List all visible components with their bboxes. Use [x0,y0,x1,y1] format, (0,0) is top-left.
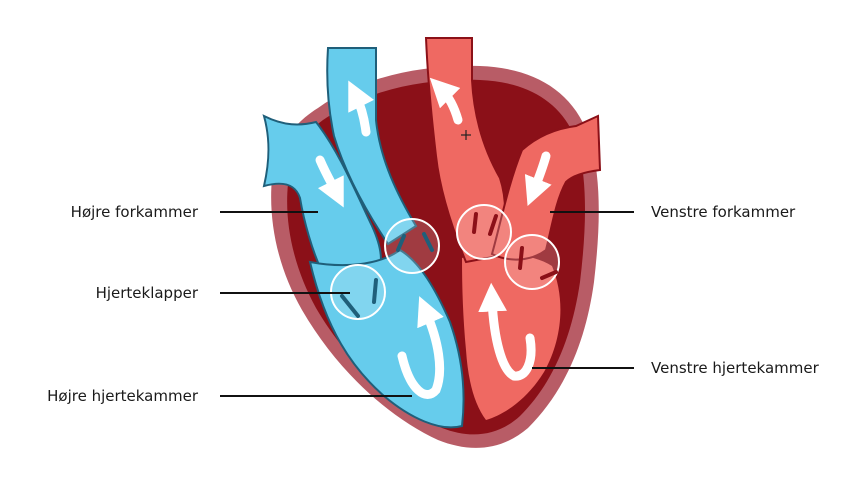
label-right-atrium: Højre forkammer [71,203,199,221]
aortic-leaflet-right [488,214,498,236]
blood-flow-arrows [315,77,552,399]
mitral-leaflet-left [518,246,524,270]
pulmonary-leaflet-left [396,234,406,252]
crosshair-cursor-icon [461,130,471,140]
valve-pulmonary [384,218,440,274]
valve-mitral [504,234,560,290]
label-heart-valves: Hjerteklapper [96,284,199,302]
aortic-leaflet-left [472,212,478,234]
arrow-left-ventricle-loop-icon [478,282,536,381]
valve-aortic [456,204,512,260]
valve-leaflets [340,212,558,318]
pulmonary-leaflet-right [422,232,434,252]
mitral-leaflet-right [540,270,558,280]
tricuspid-leaflet-right [372,278,378,304]
arrow-right-atrium-inflow-icon [315,155,344,208]
arrow-pulmonary-outflow-icon [348,80,375,137]
leader-lines [220,211,634,397]
tricuspid-leaflet-left [340,294,360,318]
heart-valves [330,204,560,320]
label-right-ventricle: Højre hjertekammer [47,387,199,405]
arrow-left-atrium-inflow-icon [524,151,552,207]
label-left-atrium: Venstre forkammer [651,203,796,221]
arrow-right-ventricle-loop-icon [397,296,445,399]
label-left-ventricle: Venstre hjertekammer [651,359,820,377]
arrow-aorta-outflow-icon [429,77,463,125]
